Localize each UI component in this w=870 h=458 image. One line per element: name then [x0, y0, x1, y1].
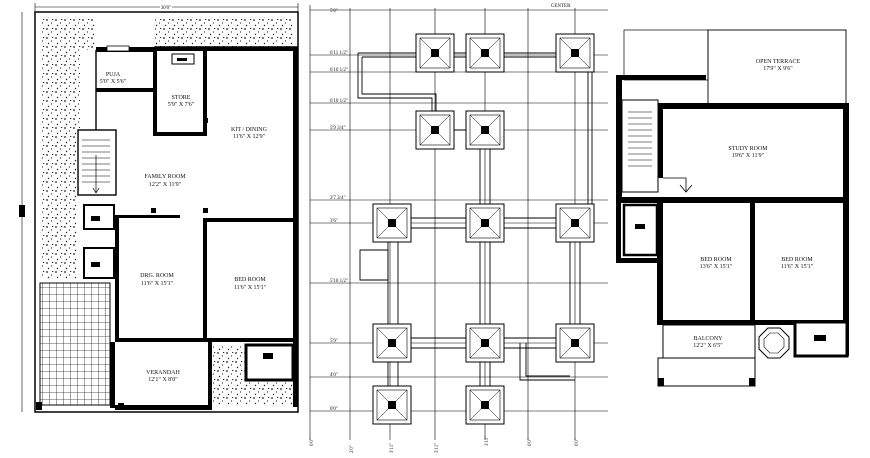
room-label-puja: PUJA: [106, 72, 121, 78]
bottom-dim-5: 3'11": [485, 436, 490, 446]
first-floor-plan: OPEN TERRACE 17'9" X 9'6" STUDY ROOM 19'…: [616, 29, 849, 387]
room-label-family: FAMILY ROOM: [144, 174, 186, 180]
room-size-bed-2: 11'6" X 15'1": [781, 264, 814, 270]
bottom-dim-6: 0'0": [528, 438, 533, 446]
room-label-bed-1: BED ROOM: [700, 257, 732, 263]
room-size-terrace: 17'9" X 9'6": [763, 66, 793, 72]
left-dim-6: 2'7 3/4": [330, 196, 346, 201]
room-label-drawing: DRG. ROOM: [140, 273, 174, 279]
bottom-dim-1: 0'0": [310, 438, 315, 446]
room-size-store: 5'9" X 7'6": [168, 102, 195, 108]
bottom-dim-3: 3'11": [390, 443, 395, 453]
room-size-kitchen: 11'6" X 12'9": [233, 134, 266, 140]
bottom-dim-2: 2'0": [350, 445, 355, 453]
left-dim-10: 4'0": [330, 373, 338, 378]
left-dim-7: 3'6": [330, 219, 338, 224]
room-label-balcony: BALCONY: [693, 336, 723, 342]
room-size-puja: 5'0" X 5'6": [100, 79, 127, 85]
left-dim-11: 0'0": [330, 407, 338, 412]
room-label-store: STORE: [172, 95, 191, 101]
room-size-study: 19'6" X 11'9": [732, 153, 765, 159]
left-dim-1: 5'6": [330, 9, 338, 14]
room-size-bed-1: 13'6" X 15'1": [700, 264, 733, 270]
left-dim-9: 5'9": [330, 339, 338, 344]
room-size-family: 12'2" X 11'9": [149, 182, 182, 188]
room-label-terrace: OPEN TERRACE: [756, 59, 801, 65]
left-dim-4: 6'10 1/2": [330, 99, 348, 104]
room-label-bed-2: BED ROOM: [781, 257, 813, 263]
left-dim-2: 6'11 1/2": [330, 51, 348, 56]
room-label-verandah: VERANDAH: [146, 370, 180, 376]
left-dim-3: 6'10 1/2": [330, 68, 348, 73]
room-size-balcony: 12'2" X 6'5": [693, 343, 723, 349]
bottom-dim-4: 3'11": [435, 443, 440, 453]
left-dim-5: 5'9 3/4": [330, 126, 346, 131]
center-label: CENTER: [551, 4, 571, 9]
room-label-study: STUDY ROOM: [728, 146, 768, 152]
foundation-plan: CENTER 5'6" 6'11 1/2" 6'10 1/2" 6'10 1/2…: [309, 4, 608, 453]
left-dim-8: 5'10 1/2": [330, 279, 348, 284]
top-dimension-label: 30'0": [161, 6, 171, 11]
bottom-dim-7: 0'0": [575, 438, 580, 446]
ground-floor-plan: 30'0": [19, 3, 299, 413]
room-label-kitchen: KIT / DINING: [231, 127, 268, 133]
room-size-drawing: 11'6" X 15'1": [141, 281, 174, 287]
room-label-bed-ground: BED ROOM: [234, 277, 266, 283]
room-size-bed-ground: 11'6" X 15'1": [234, 285, 267, 291]
room-size-verandah: 12'1" X 8'0": [148, 377, 178, 383]
